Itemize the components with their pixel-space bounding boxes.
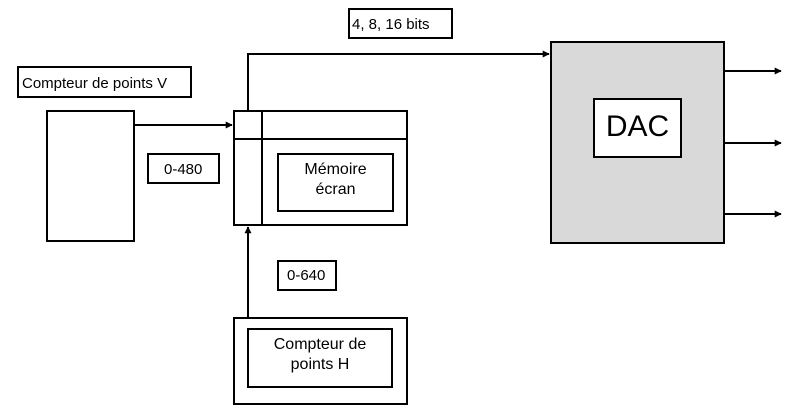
counter-v-label: Compteur de points V (22, 75, 167, 92)
counter-h-label-line2: points H (291, 356, 350, 373)
counter-v-block (46, 110, 135, 242)
bits-label-box: 4, 8, 16 bits (348, 8, 453, 39)
memory-label-line2: écran (315, 181, 355, 198)
range-v-label-box: 0-480 (147, 153, 220, 184)
counter-h-block: Compteur de points H (233, 317, 408, 405)
counter-h-inner-box (247, 328, 393, 388)
arrow-memory-to-dac (247, 50, 550, 111)
memory-inner-box (277, 153, 394, 212)
dac-label: DAC (606, 110, 669, 143)
dac-block: DAC (550, 41, 725, 244)
screen-memory-block: Mémoire écran (233, 110, 408, 226)
dac-label-box (593, 98, 682, 158)
memory-label-line1: Mémoire (304, 161, 366, 178)
bits-label: 4, 8, 16 bits (352, 16, 430, 33)
range-h-label: 0-640 (287, 267, 325, 284)
counter-v-label-box: Compteur de points V (17, 66, 192, 98)
range-h-label-box: 0-640 (277, 260, 337, 291)
counter-h-label-line1: Compteur de (274, 336, 367, 353)
range-v-label: 0-480 (164, 161, 202, 178)
